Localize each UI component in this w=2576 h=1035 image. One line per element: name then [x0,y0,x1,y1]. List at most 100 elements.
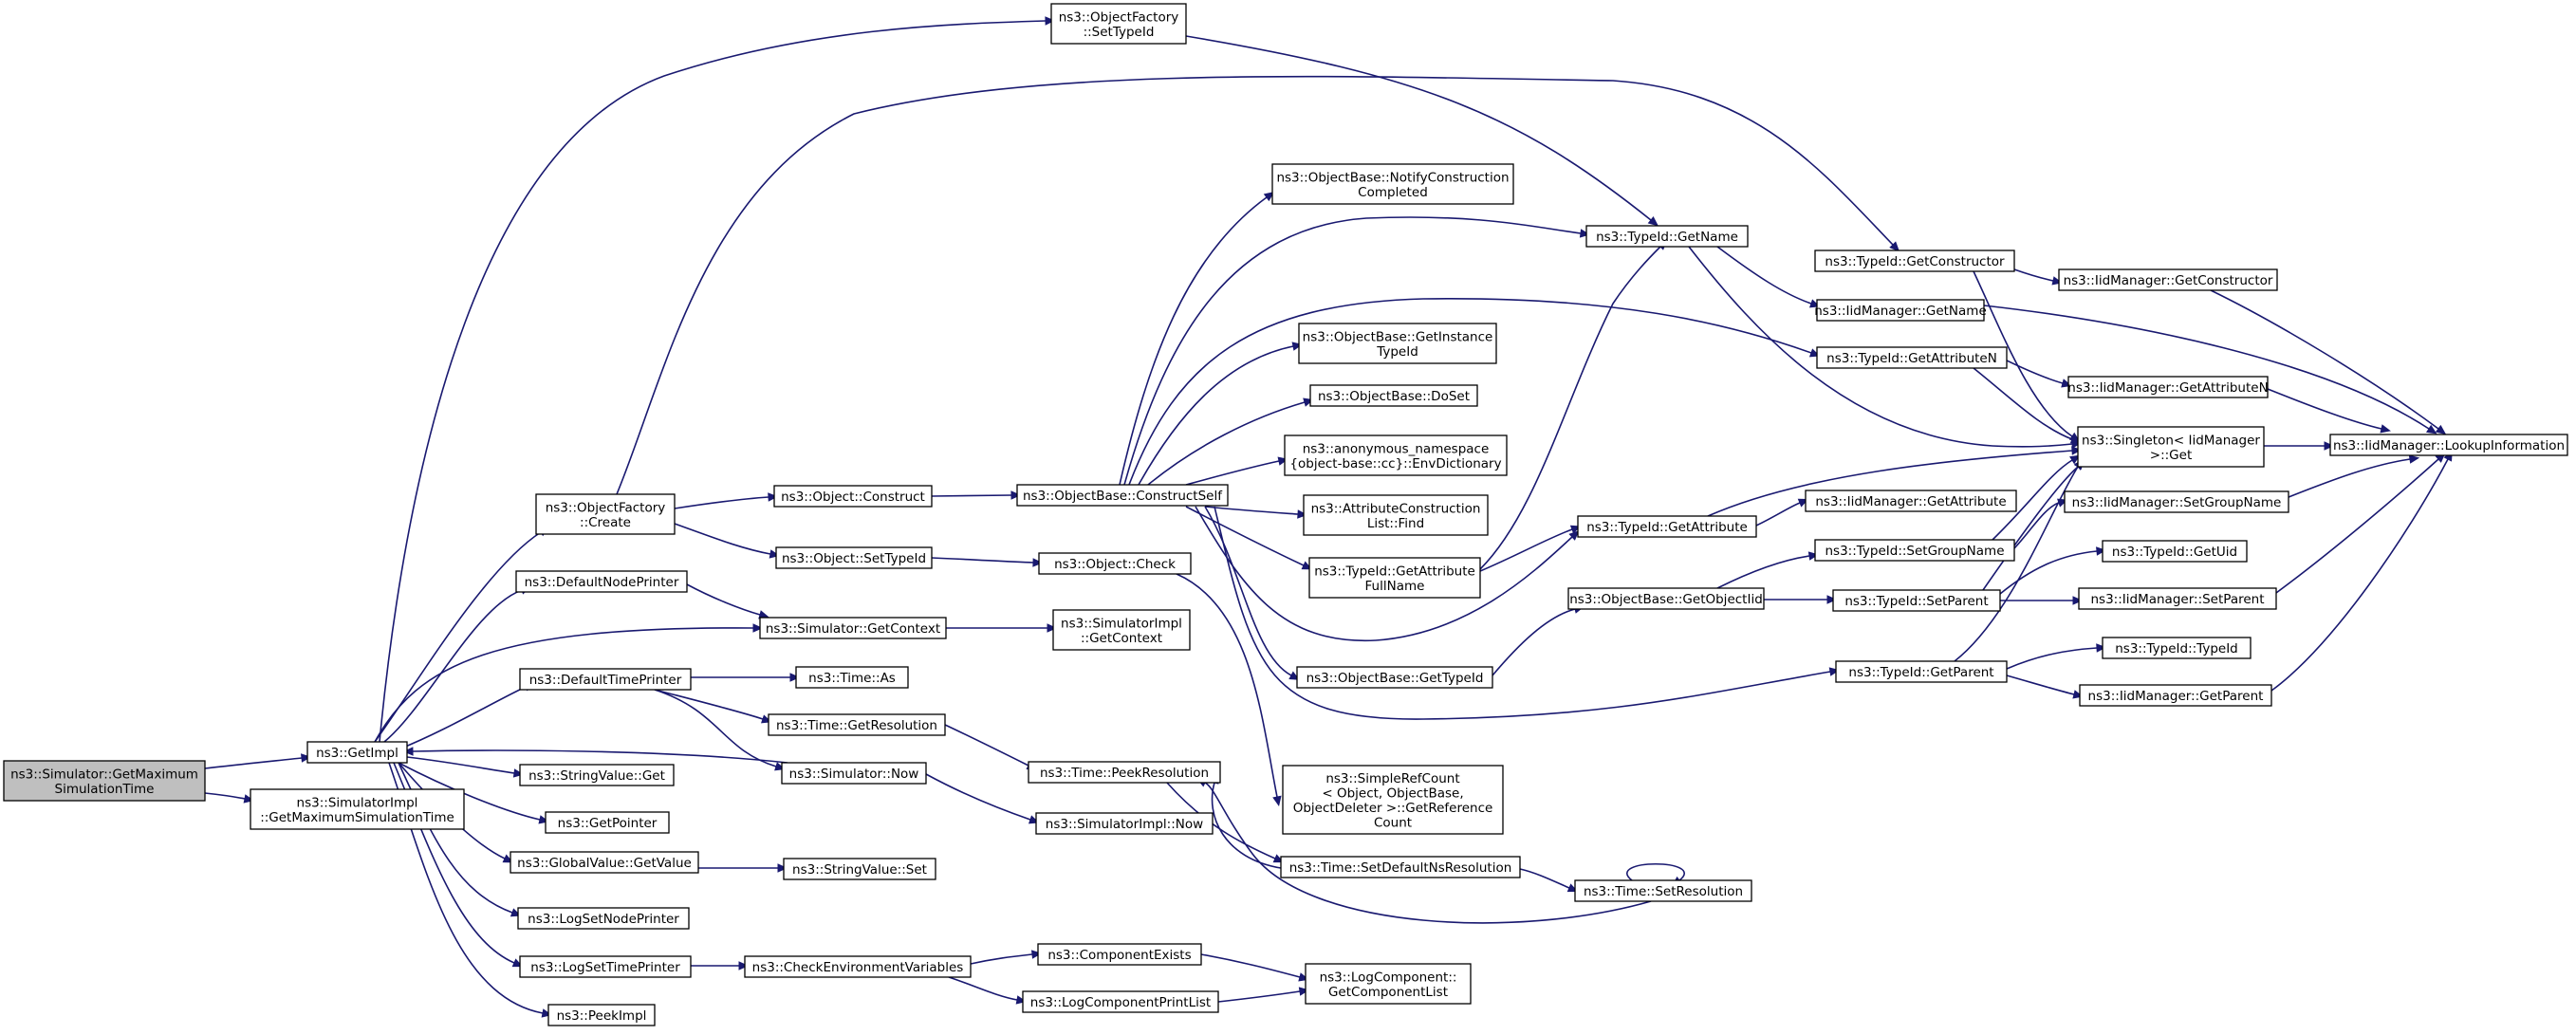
node-box[interactable] [1028,761,1221,784]
node-obnotify[interactable]: ns3::ObjectBase::NotifyConstructionCompl… [1271,163,1514,205]
node-box[interactable] [2067,376,2269,398]
node-simimplnow[interactable]: ns3::SimulatorImpl::Now [1035,812,1214,835]
node-obdoset[interactable]: ns3::ObjectBase::DoSet [1309,384,1478,407]
node-box[interactable] [517,907,690,930]
node-iidgetattr[interactable]: ns3::IidManager::GetAttribute [1805,490,2017,512]
node-box[interactable] [535,493,676,535]
node-timesetdefns[interactable]: ns3::Time::SetDefaultNsResolution [1280,856,1521,878]
node-timesetres[interactable]: ns3::Time::SetResolution [1574,879,1752,902]
node-ofsettypeid[interactable]: ns3::ObjectFactory::SetTypeId [1050,3,1187,45]
node-box[interactable] [306,741,408,764]
node-simplerefcount[interactable]: ns3::SimpleRefCount< Object, ObjectBase,… [1282,765,1504,835]
node-iidgetparent[interactable]: ns3::IidManager::GetParent [2079,684,2272,707]
node-tidgetuid[interactable]: ns3::TypeId::GetUid [2102,540,2248,563]
node-tidtypeid[interactable]: ns3::TypeId::TypeId [2102,637,2252,659]
node-box[interactable] [1577,515,1757,538]
node-box[interactable] [1832,589,2001,612]
node-box[interactable] [1284,434,1508,476]
node-box[interactable] [1022,990,1219,1013]
node-timepeekres[interactable]: ns3::Time::PeekResolution [1028,761,1221,784]
node-tidgetattr[interactable]: ns3::TypeId::GetAttribute [1577,515,1757,538]
node-box[interactable] [1271,163,1514,205]
node-obgettypeid[interactable]: ns3::ObjectBase::GetTypeId [1296,666,1493,689]
node-box[interactable] [2102,540,2248,563]
node-logcompprint[interactable]: ns3::LogComponentPrintList [1022,990,1219,1013]
node-box[interactable] [519,764,675,786]
node-box[interactable] [1296,666,1493,689]
node-box[interactable] [795,666,909,689]
node-box[interactable] [545,811,670,834]
node-defnodeprinter[interactable]: ns3::DefaultNodePrinter [515,570,688,593]
node-box[interactable] [1574,879,1752,902]
node-objconstruct[interactable]: ns3::Object::Construct [773,485,933,508]
node-box[interactable] [2058,268,2278,291]
node-box[interactable] [510,851,699,874]
node-box[interactable] [1816,299,1985,322]
node-box[interactable] [775,546,933,569]
node-box[interactable] [1037,943,1202,966]
node-iidgetctor[interactable]: ns3::IidManager::GetConstructor [2058,268,2278,291]
node-box[interactable] [759,617,947,639]
node-simgetcontext[interactable]: ns3::Simulator::GetContext [759,617,947,639]
node-box[interactable] [547,1004,656,1026]
node-box[interactable] [1835,660,2008,683]
node-box[interactable] [1052,609,1191,651]
node-deftimeprinter[interactable]: ns3::DefaultTimePrinter [519,668,692,691]
node-box[interactable] [1280,856,1521,878]
node-box[interactable] [3,760,206,802]
node-box[interactable] [2102,637,2252,659]
node-box[interactable] [783,858,936,880]
node-box[interactable] [773,485,933,508]
node-timeas[interactable]: ns3::Time::As [795,666,909,689]
node-singleton[interactable]: ns3::Singleton< IidManager>::Get [2077,426,2265,468]
node-tidsetparent[interactable]: ns3::TypeId::SetParent [1832,589,2001,612]
node-box[interactable] [1308,557,1481,599]
node-peekimpl[interactable]: ns3::PeekImpl [547,1004,656,1026]
node-getpointer[interactable]: ns3::GetPointer [545,811,670,834]
node-timegetres[interactable]: ns3::Time::GetResolution [768,713,946,736]
node-iidsetparent[interactable]: ns3::IidManager::SetParent [2078,587,2277,610]
node-compexists[interactable]: ns3::ComponentExists [1037,943,1202,966]
node-box[interactable] [1816,346,2008,369]
node-box[interactable] [519,955,692,978]
node-box[interactable] [1050,3,1187,45]
node-box[interactable] [781,762,927,785]
node-obgetobjtid[interactable]: ns3::ObjectBase::GetObjectIid [1567,587,1765,610]
node-tidgetname[interactable]: ns3::TypeId::GetName [1585,225,1749,248]
node-getimpl[interactable]: ns3::GetImpl [306,741,408,764]
node-logcompgetlist[interactable]: ns3::LogComponent::GetComponentList [1305,963,1472,1005]
node-root[interactable]: ns3::Simulator::GetMaximumSimulationTime [3,760,206,802]
node-iidgetattrn[interactable]: ns3::IidManager::GetAttributeN [2067,376,2269,398]
node-box[interactable] [1309,384,1478,407]
node-box[interactable] [1805,490,2017,512]
node-box[interactable] [519,668,692,691]
node-anonenv[interactable]: ns3::anonymous_namespace{object-base::cc… [1284,434,1508,476]
node-box[interactable] [1303,494,1489,536]
node-box[interactable] [1814,250,2015,272]
node-simnow[interactable]: ns3::Simulator::Now [781,762,927,785]
node-box[interactable] [250,788,465,830]
node-tidgetparent[interactable]: ns3::TypeId::GetParent [1835,660,2008,683]
node-objcheck[interactable]: ns3::Object::Check [1038,552,1192,575]
node-box[interactable] [744,955,972,978]
node-obcs[interactable]: ns3::ObjectBase::ConstructSelf [1016,484,1229,507]
node-box[interactable] [1282,765,1504,835]
node-box[interactable] [2077,426,2265,468]
node-box[interactable] [2079,684,2272,707]
node-box[interactable] [2078,587,2277,610]
node-box[interactable] [1038,552,1192,575]
node-box[interactable] [1298,323,1497,364]
node-logsetnode[interactable]: ns3::LogSetNodePrinter [517,907,690,930]
node-box[interactable] [2329,434,2568,456]
node-box[interactable] [1305,963,1472,1005]
node-strvalset[interactable]: ns3::StringValue::Set [783,858,936,880]
node-box[interactable] [1567,587,1765,610]
node-tidgetattrn[interactable]: ns3::TypeId::GetAttributeN [1816,346,2008,369]
node-simimplctx[interactable]: ns3::SimulatorImpl::GetContext [1052,609,1191,651]
node-gvgetvalue[interactable]: ns3::GlobalValue::GetValue [510,851,699,874]
node-box[interactable] [1585,225,1749,248]
node-logsettime[interactable]: ns3::LogSetTimePrinter [519,955,692,978]
